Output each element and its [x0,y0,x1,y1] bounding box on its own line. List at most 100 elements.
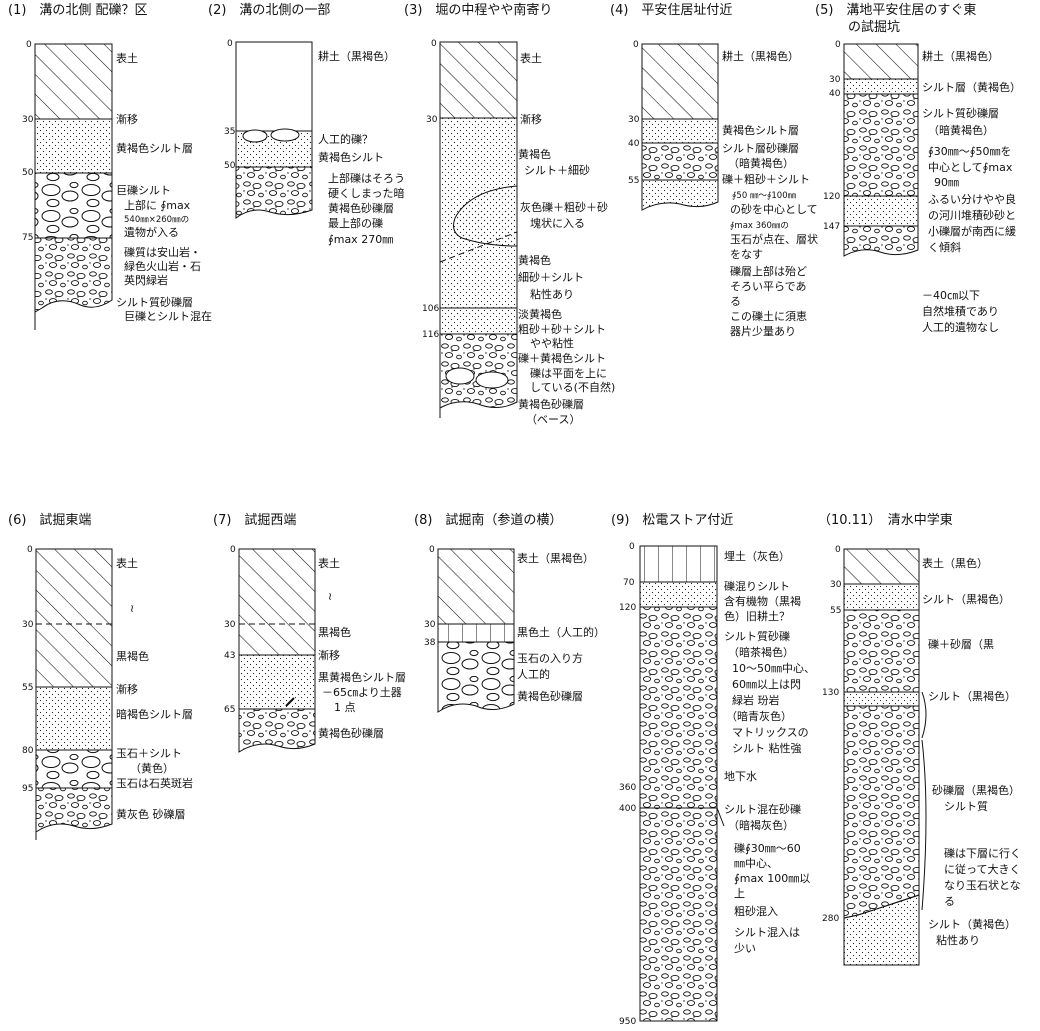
column-title-line2: の試掘坑 [848,19,900,35]
column-10-11: （10.11） 清水中学東 0 30 55 130 280 表土（黒色） シルト… [818,512,1021,966]
note: 耕土（黒褐色） [722,49,799,63]
column-5: (5) 溝地平安住居のすぐ東 の試掘坑 0 30 40 120 147 耕土（黒… [815,2,1021,334]
layer-plowsoil [235,41,313,132]
note: 暗褐色シルト層 [116,707,193,721]
note: ∮max 270㎜ [328,233,393,246]
note: 黒褐色 [116,649,149,663]
depth-label: 40 [829,89,841,99]
note: 巨礫シルト [116,183,171,197]
note: 小礫層が南西に緩 [928,224,1016,238]
note: 漸移 [116,113,138,126]
note: シルト（黒褐色） [922,592,1010,606]
depth-label: 38 [424,638,436,648]
note: 表土 [116,51,138,65]
layer-silt [843,78,919,95]
note: 埋土（灰色） [724,549,790,563]
layer-topsoil [641,43,719,120]
column-8: (8) 試掘南（参道の横） 0 30 38 表土（黒褐色） 黒色土（人工的） 玉… [414,512,605,713]
depth-label: 30 [224,620,236,630]
depth-label: 130 [822,688,839,698]
note: 礫＋砂層（黒 [928,637,994,651]
note: シルト質砂礫層 [922,106,999,120]
depth-label: 120 [823,192,840,202]
note: ∮max 360㎜の [730,221,789,231]
note: 玉石が点在、層状 [730,232,818,246]
note: 器片少量あり [730,325,796,338]
column-title: （10.11） 清水中学東 [818,512,953,528]
layer-boulder [35,749,113,789]
column-title: (1) 溝の北側 配礫？区 [8,2,148,18]
note: ∮30㎜～∮50㎜を [928,145,1011,158]
note: シルト質 [944,799,988,813]
column-6: (6) 試掘東端 0 30 55 80 95 表土 ≀ 黒褐色 漸移 暗褐色シル… [8,512,193,840]
layer-gravel [35,787,113,833]
depth-label: 55 [628,176,639,186]
note: ふるい分けやや良 [928,192,1016,206]
layer-gravel-upper [639,606,718,809]
depth-label: 75 [22,233,33,243]
depth-label: 55 [830,606,841,616]
note: 自然堆積であり [922,304,999,318]
note: 耕土（黒褐色） [922,49,999,63]
note: ∮50 ㎜～∮100㎜ [732,191,797,201]
note: 砂礫層（黒褐色） [932,783,1020,797]
depth-label: 50 [22,168,34,178]
layer-gravel [843,609,920,693]
column-title: (8) 試掘南（参道の横） [414,512,562,528]
depth-label: 65 [224,705,235,715]
note: 粗砂混入 [734,905,778,918]
note: 黄褐色砂礫層 [517,689,583,703]
note: （黄色） [130,761,174,775]
depth-label: 360 [619,783,636,793]
depth-label: 0 [27,545,33,555]
note: 上部礫はそろう [328,171,405,185]
note: ≀ [328,590,332,603]
depth-label: 120 [619,603,636,613]
note: 漸移 [520,113,542,126]
note: る [944,895,955,908]
depth-label: 43 [224,651,235,661]
note: 60㎜以上は閃 [732,678,801,691]
note: 90㎜ [934,176,959,189]
note: 黒色土（人工的） [517,625,605,639]
note: 表土 [116,556,138,570]
note: 巨礫とシルト混在 [124,309,212,323]
note: 黒黄褐色シルト層 [318,670,406,684]
layer-sand-gravel [843,705,920,919]
note: 灰色礫＋粗砂＋砂 [520,200,608,214]
layer-boulder [437,641,515,713]
note: 礫層上部は殆ど [730,264,807,278]
layer-topsoil [34,43,113,120]
note: 少い [734,942,756,955]
depth-label: 80 [22,746,34,756]
note: 硬くしまった暗 [328,186,405,200]
column-7: (7) 試掘西端 0 30 43 65 表土 ≀ 黒褐色 漸移 黒黄褐色シルト層… [213,512,406,753]
depth-label: 30 [424,620,436,630]
note: シルト質砂礫 [724,629,790,643]
note: 玉石は石英斑岩 [116,776,193,790]
layer-sand [439,307,518,335]
layer-silt-lower [641,179,719,211]
note: （暗青灰色） [726,709,792,723]
layer-silt-mid [843,691,920,707]
layer-topsoil [843,43,919,80]
depth-label: 0 [230,545,236,555]
depth-label: 0 [633,40,639,50]
layer-topsoil [437,548,515,625]
note: シルト＋細砂 [524,164,590,177]
note: 黄褐色 [518,253,551,267]
layer-sand-gravel [843,195,919,227]
gravel-lens [453,185,518,247]
note: シルト 粘性強 [732,741,802,755]
depth-label: 0 [629,542,635,552]
note: 最上部の礫 [328,216,383,230]
note: の砂を中心として [730,203,818,216]
note: 中心として∮max [928,161,1013,174]
note: ∮max 100㎜以 [734,872,810,885]
note: 漸移 [116,683,138,696]
note: 上 [734,887,745,900]
layer-black-soil [437,623,515,643]
depth-label: 116 [422,330,439,340]
column-3: (3) 堀の中程やや南寄り 0 30 106 116 表土 漸移 黄褐色 シルト… [404,2,615,426]
